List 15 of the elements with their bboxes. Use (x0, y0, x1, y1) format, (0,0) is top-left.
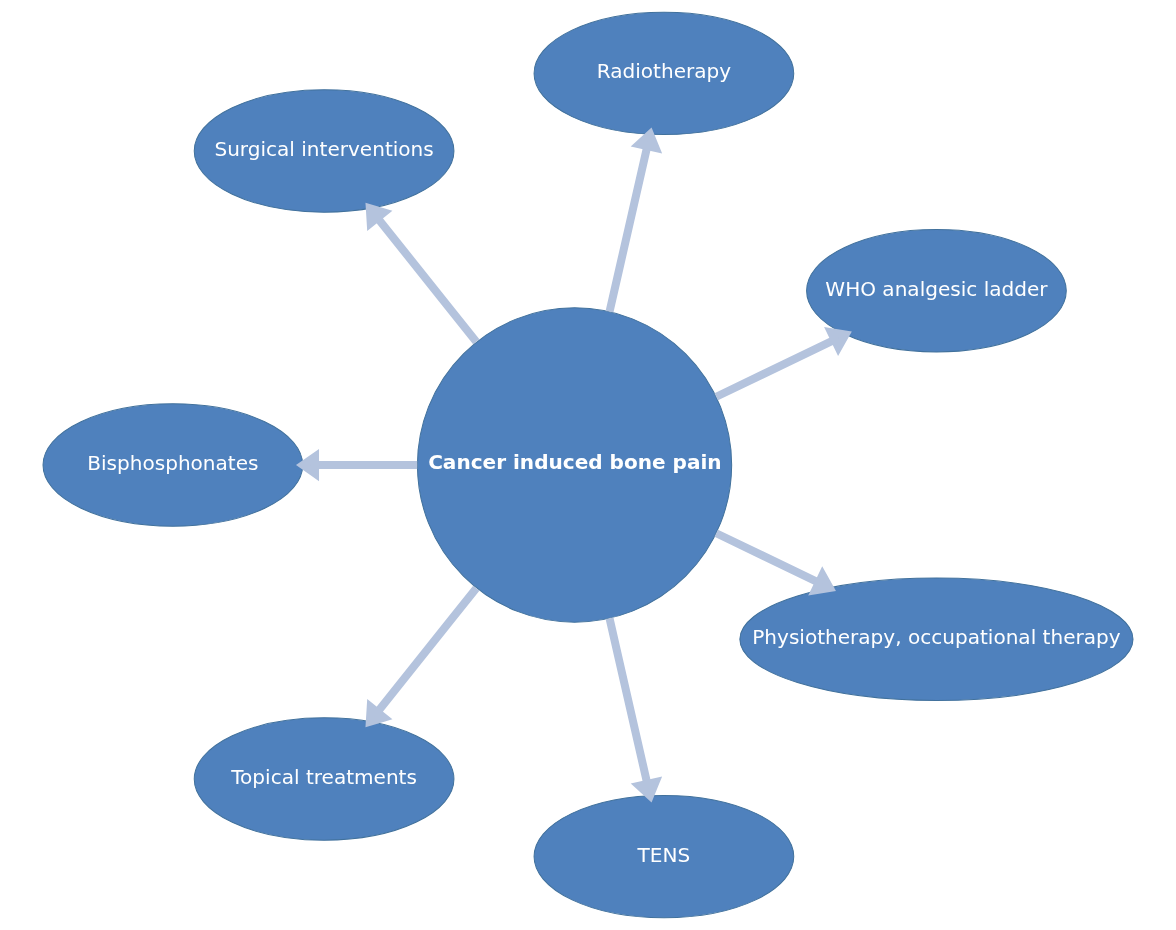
node-ellipse: Bisphosphonates (42, 403, 304, 527)
arrow (365, 585, 480, 728)
node-ellipse: Radiotherapy (533, 11, 795, 136)
node-ellipse: Surgical interventions (193, 89, 455, 213)
arrow (605, 127, 663, 313)
arrow (605, 617, 663, 803)
arrow (714, 529, 836, 596)
node-ellipse: Physiotherapy, occupational therapy (739, 577, 1134, 701)
node-ellipse: WHO analgesic ladder (806, 229, 1067, 353)
node-circle: Cancer induced bone pain (416, 307, 733, 623)
arrow (296, 448, 418, 482)
arrow (365, 202, 480, 345)
arrow (714, 326, 852, 401)
node-ellipse: Topical treatments (193, 717, 455, 841)
node-ellipse: TENS (533, 794, 795, 919)
